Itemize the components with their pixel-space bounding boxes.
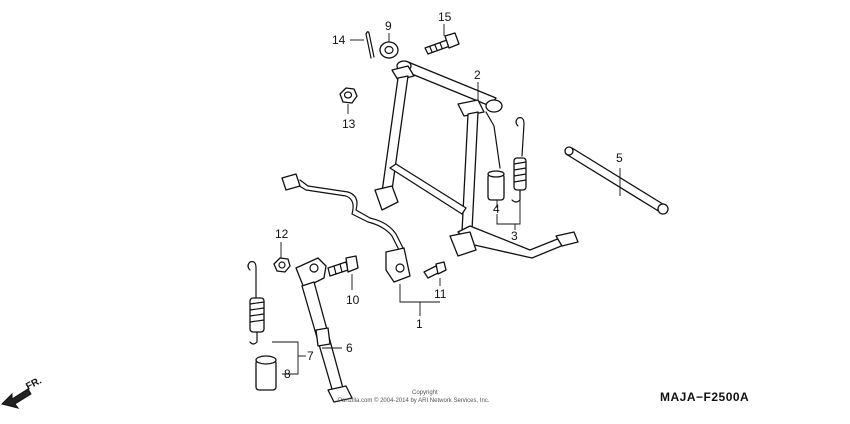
front-label: FR. (24, 375, 44, 392)
part-9-washer[interactable] (379, 41, 399, 59)
copyright-notice: Copyright Partzilla.com © 2004-2014 by A… (338, 390, 490, 404)
part-8-collar[interactable] (255, 355, 277, 391)
part-2-main-stand[interactable] (374, 60, 579, 259)
part-12-nut[interactable] (273, 257, 291, 273)
callout-7: 7 (307, 349, 314, 363)
copyright-line-2: Partzilla.com © 2004-2014 by ARI Network… (338, 397, 490, 404)
callout-14: 14 (332, 33, 346, 47)
leader-lines (272, 24, 621, 375)
callouts: 15 9 14 2 13 5 4 3 12 10 11 1 6 7 8 (275, 10, 623, 381)
callout-2: 2 (474, 68, 481, 82)
callout-10: 10 (346, 293, 360, 307)
callout-4: 4 (493, 202, 500, 216)
callout-3: 3 (511, 229, 518, 243)
part-3-spring[interactable] (511, 117, 527, 203)
callout-12: 12 (275, 227, 289, 241)
part-14-cotter-pin[interactable] (365, 31, 375, 59)
callout-13: 13 (342, 117, 356, 131)
callout-11: 11 (434, 287, 447, 301)
part-10-bolt[interactable] (327, 255, 359, 277)
callout-9: 9 (385, 19, 392, 33)
callout-8: 8 (284, 367, 291, 381)
diagram-code: MAJA−F2500A (660, 390, 749, 404)
part-5-shaft[interactable] (564, 146, 669, 215)
callout-5: 5 (616, 151, 623, 165)
callout-15: 15 (438, 10, 452, 24)
part-15-bolt[interactable] (424, 32, 460, 55)
front-direction-indicator: FR. (1, 375, 44, 409)
part-4-collar[interactable] (487, 170, 505, 201)
callout-6: 6 (346, 341, 353, 355)
front-arrow-icon (1, 388, 32, 409)
part-7-spring[interactable] (247, 261, 265, 345)
part-13-nut[interactable] (339, 87, 358, 104)
part-6-side-stand[interactable] (295, 257, 353, 403)
copyright-line-1: Copyright (412, 390, 438, 396)
part-1-side-stand-switch[interactable] (281, 173, 411, 283)
part-11-bolt[interactable] (423, 261, 447, 279)
callout-1: 1 (416, 317, 423, 331)
